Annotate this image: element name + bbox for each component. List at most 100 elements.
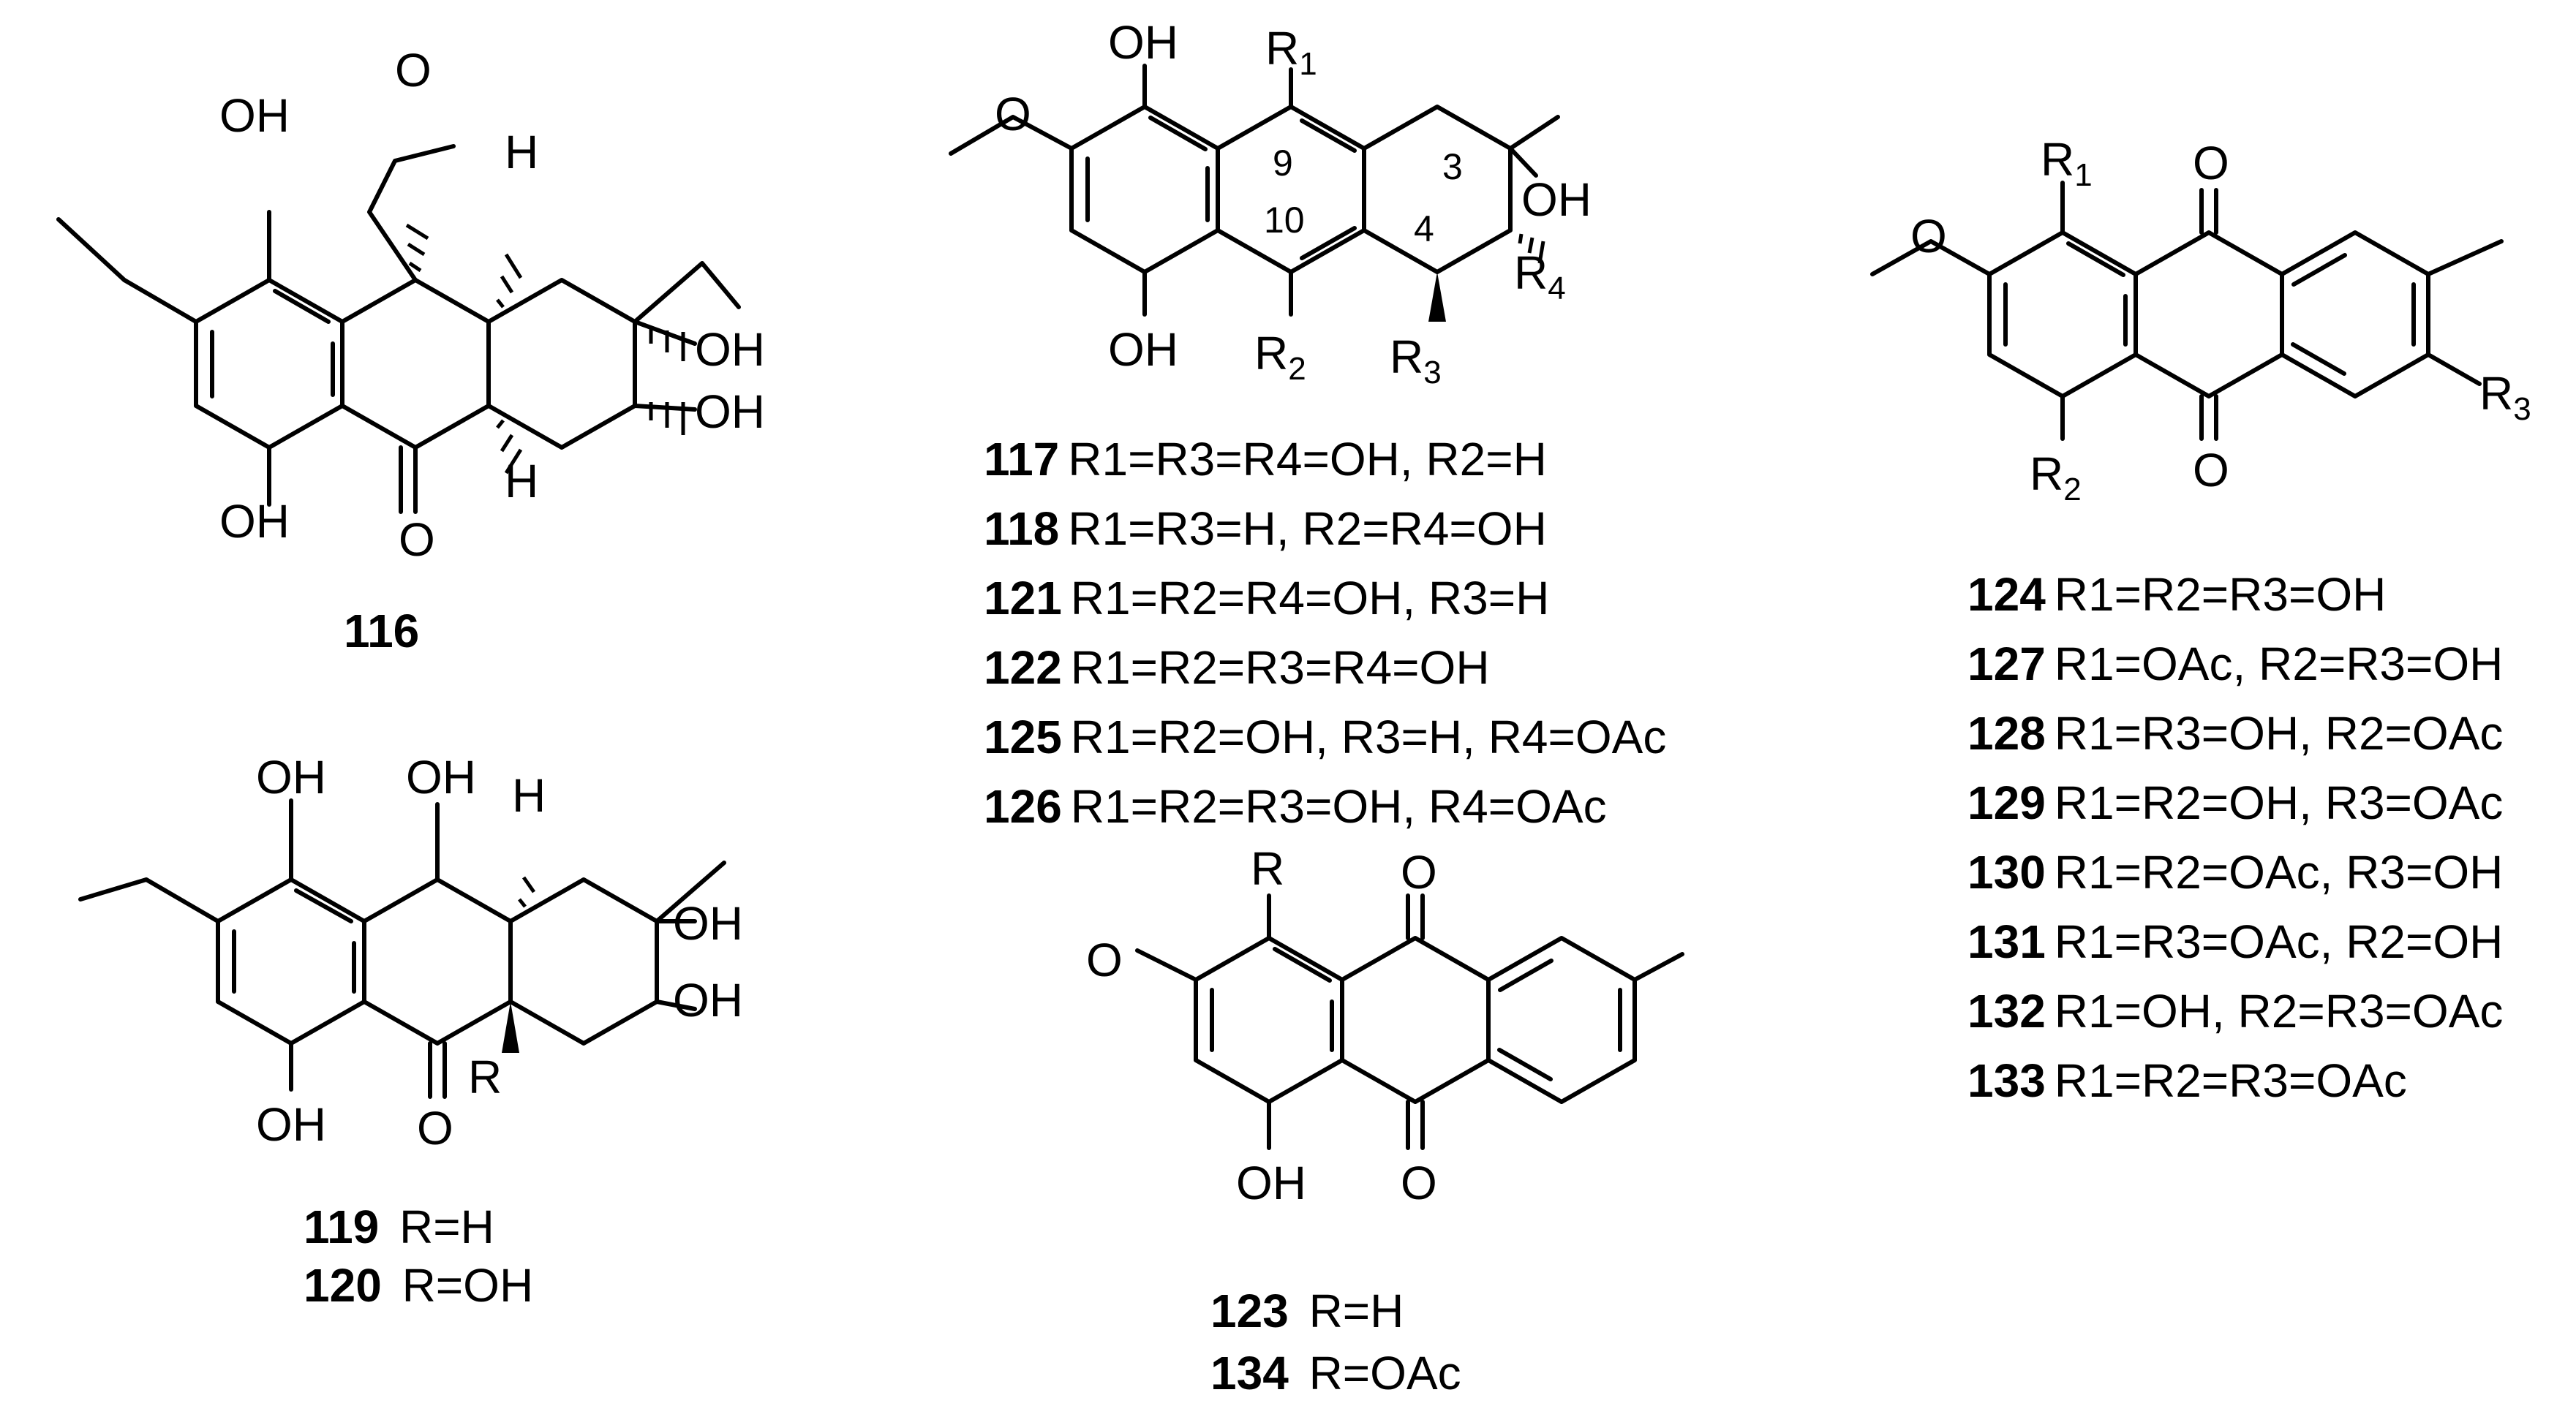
119-oh-bottom: OH [256,1098,326,1151]
legend-124-text: R1=R2=R3=OH [2055,568,2387,621]
legend-132-num: 132 [1967,985,2046,1038]
117-r3: R3 [1390,330,1442,390]
117-oh-c3: OH [1521,173,1592,226]
123-num: 123 [1210,1285,1289,1337]
124-o-methoxy: O [1910,210,1947,262]
123-legend: 123 R=H [1210,1285,1404,1337]
119-oh-c2: OH [673,974,743,1027]
117-o-methoxy: O [995,88,1031,140]
134-legend: 134 R=OAc [1210,1347,1461,1399]
119-text: R=H [399,1201,494,1253]
119-r: R [468,1051,502,1103]
120-num: 120 [304,1259,382,1312]
legend-126-num: 126 [984,780,1062,833]
119-o-ketone: O [417,1102,453,1154]
legend-121-text: R1=R2=R4=OH, R3=H [1071,572,1550,624]
legend-122-text: R1=R2=R3=R4=OH [1071,641,1490,694]
117-oh-top: OH [1108,16,1178,69]
legend-127-text: R1=OAc, R2=R3=OH [2055,638,2504,690]
legend-129-num: 129 [1967,776,2046,829]
legend-118-num: 118 [984,502,1059,555]
legend-130-num: 130 [1967,846,2046,899]
123-text: R=H [1309,1285,1404,1337]
119-oh-top-right: OH [406,751,476,804]
123-r: R [1251,842,1284,895]
legend-126-text: R1=R2=R3=OH, R4=OAc [1071,780,1607,833]
legend-125-num: 125 [984,711,1062,763]
116-o-methoxy: O [395,44,432,97]
116-oh-bottom: OH [219,495,290,548]
123-oh: OH [1236,1157,1306,1209]
117-pos4: 4 [1414,208,1434,249]
legend-128-num: 128 [1967,707,2046,760]
legend-125-text: R1=R2=OH, R3=H, R4=OAc [1071,711,1667,763]
134-text: R=OAc [1309,1347,1461,1399]
116-h-bottom: H [505,455,538,507]
120-text: R=OH [402,1259,534,1312]
legend-133-text: R1=R2=R3=OAc [2055,1054,2407,1107]
legend-132-text: R1=OH, R2=R3=OAc [2055,985,2504,1038]
116-label: 116 [344,605,419,657]
legend-131-text: R1=R3=OAc, R2=OH [2055,915,2504,968]
legend-131-num: 131 [1967,915,2046,968]
structure-123-134: R O O O OH 123 R=H 134 R=OAc [1086,842,1684,1399]
117-pos3: 3 [1442,146,1463,187]
124-r2: R2 [2030,447,2082,507]
legend-117-num: 117 [984,433,1059,485]
124-r1: R1 [2041,133,2093,193]
123-o-methoxy: O [1086,934,1123,986]
legend-127-num: 127 [1967,638,2046,690]
124-o-top: O [2193,137,2229,189]
124-r3: R3 [2479,367,2531,427]
119-h-top: H [512,769,546,822]
legend-117-text: R1=R3=R4=OH, R2=H [1068,433,1547,485]
123-o-bottom: O [1401,1157,1437,1209]
117-r4: R4 [1514,246,1566,306]
119-legend: 119 R=H [304,1201,494,1253]
legend-121-num: 121 [984,572,1062,624]
124-o-bottom: O [2193,444,2229,496]
117-pos10: 10 [1264,200,1305,241]
116-oh-top: OH [219,89,290,142]
119-num: 119 [304,1201,379,1253]
legend-124-num: 124 [1967,568,2046,621]
117-oh-bottom: OH [1108,323,1178,376]
legend-129-text: R1=R2=OH, R3=OAc [2055,776,2504,829]
116-h-top: H [505,126,538,178]
116-oh-c2: OH [695,385,765,438]
116-o-ketone: O [399,513,435,566]
117-r1: R1 [1265,22,1317,82]
legend-128-text: R1=R3=OH, R2=OAc [2055,707,2504,760]
legend-118-text: R1=R3=H, R2=R4=OH [1068,502,1547,555]
structure-119-120: OH OH H OH OH OH O R 119 R=H 120 R=OH [78,751,743,1312]
structure-116: OH O H OH OH OH O H 116 [56,44,765,657]
134-num: 134 [1210,1347,1289,1399]
117-pos9: 9 [1273,143,1293,184]
legend-130-text: R1=R2=OAc, R3=OH [2055,846,2504,899]
119-oh-top-left: OH [256,751,326,804]
117-r2: R2 [1254,327,1306,387]
119-oh-c1: OH [673,897,743,950]
legend-122-num: 122 [984,641,1062,694]
120-legend: 120 R=OH [304,1259,533,1312]
legend-133-num: 133 [1967,1054,2046,1107]
123-o-top: O [1401,846,1437,899]
116-oh-c1: OH [695,323,765,376]
